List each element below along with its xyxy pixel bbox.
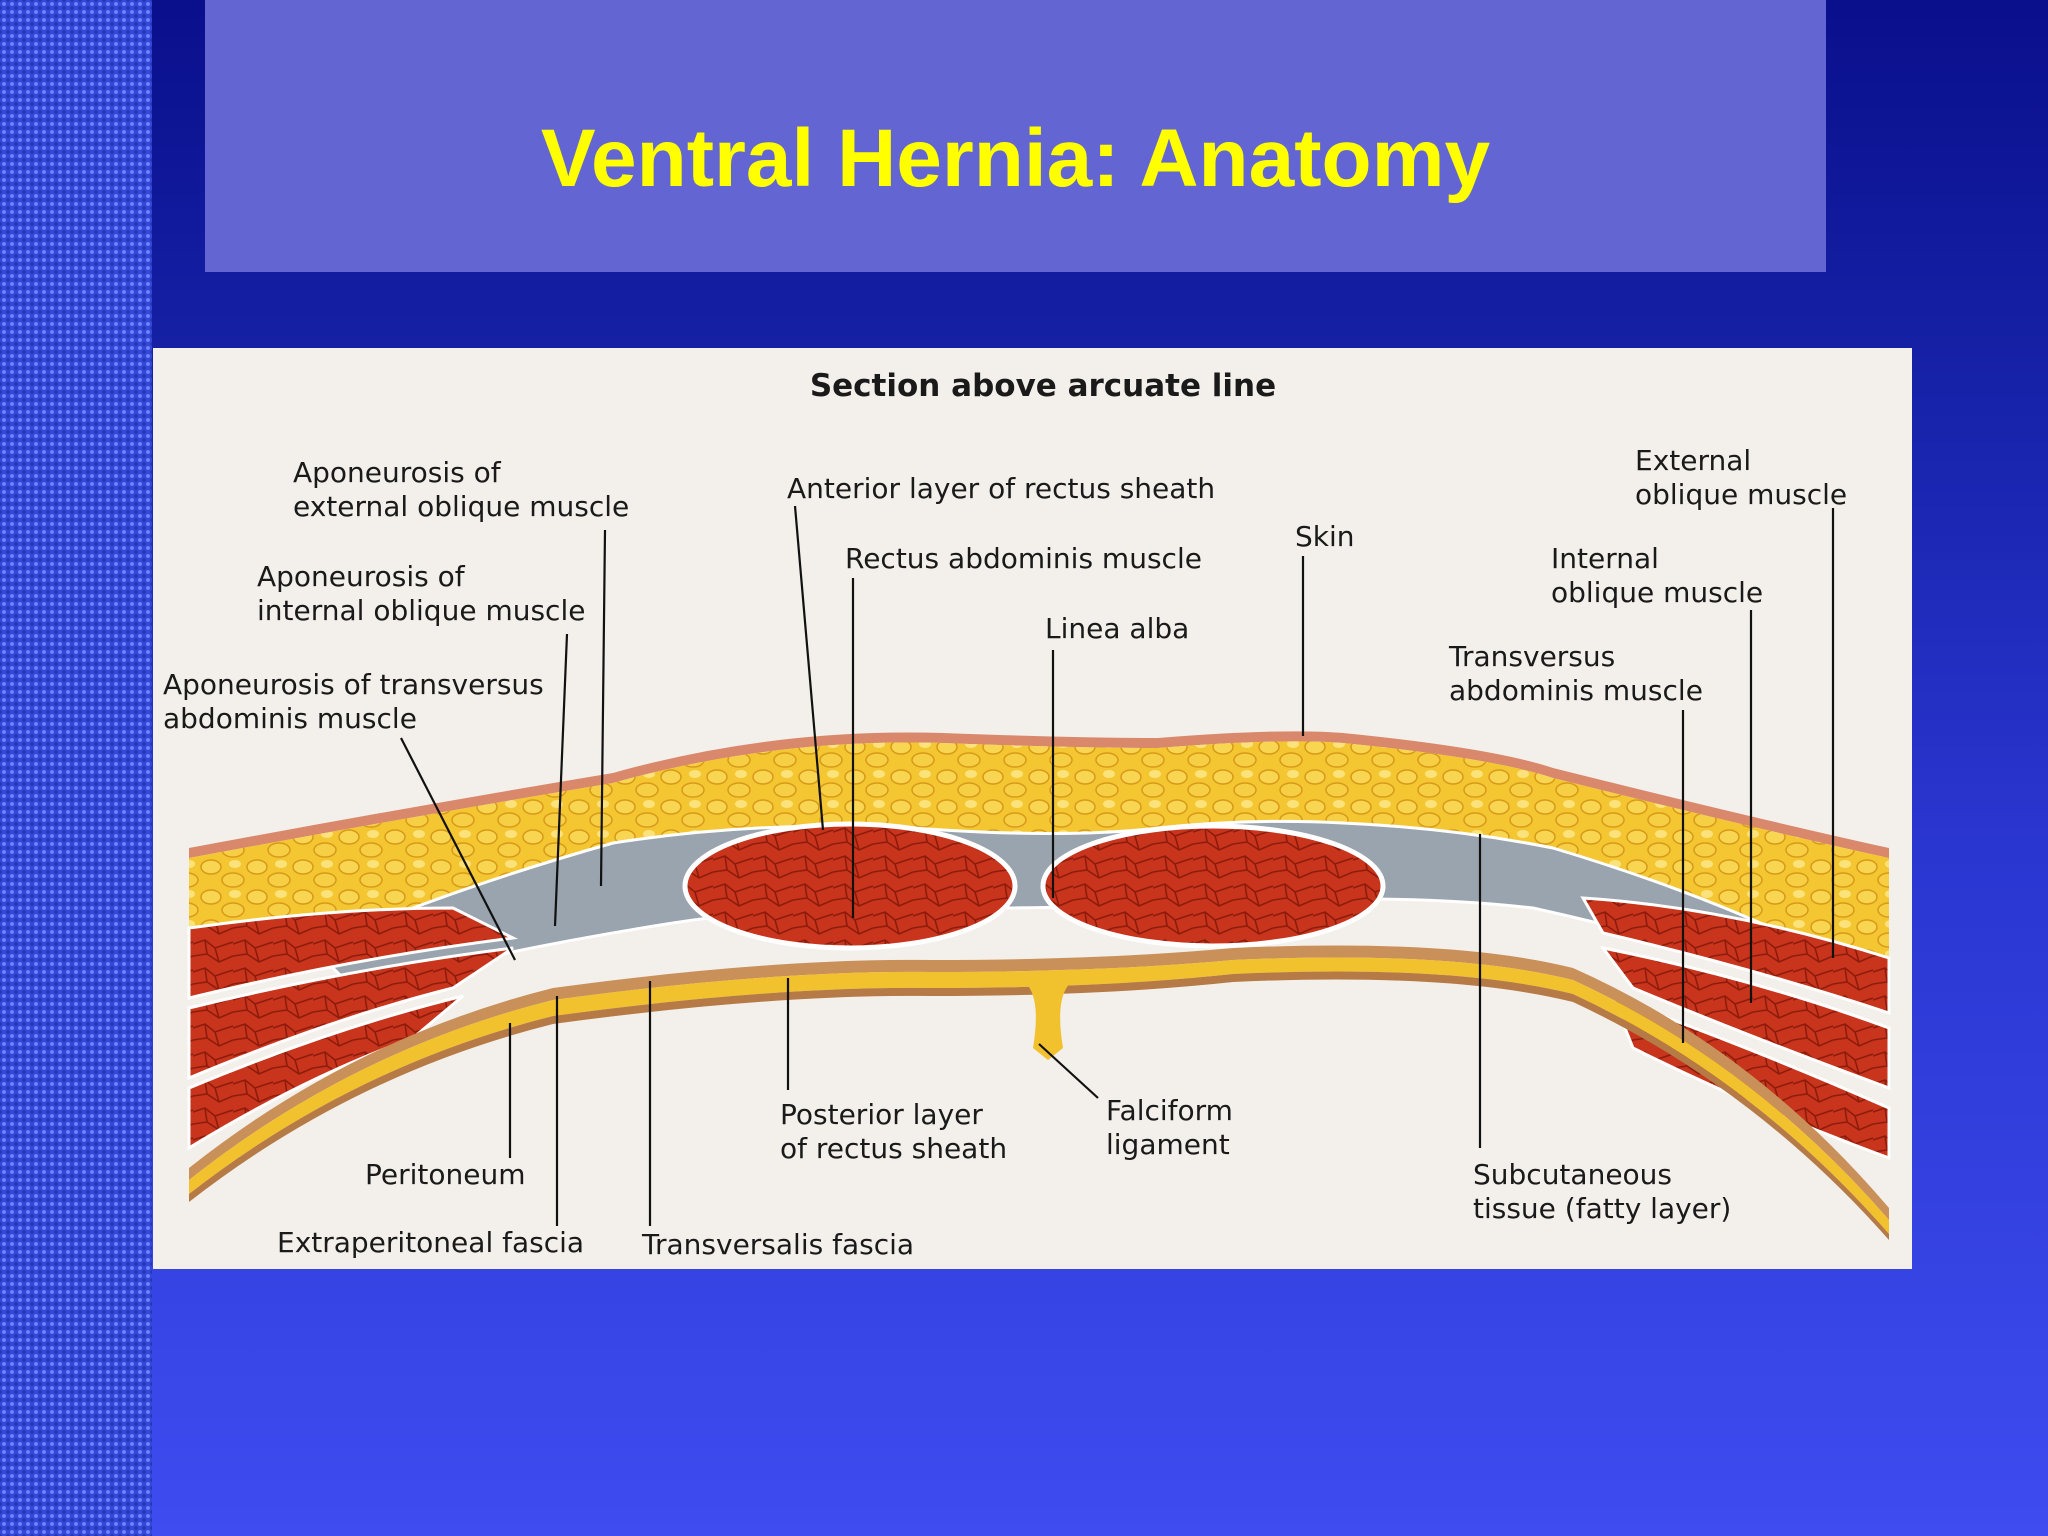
label-posterior-rectus-1: Posterior layer — [780, 1098, 983, 1131]
label-subcutaneous-1: Subcutaneous — [1473, 1158, 1672, 1191]
rectus-muscle-right — [1040, 823, 1386, 949]
label-subcutaneous-2: tissue (fatty layer) — [1473, 1192, 1731, 1225]
label-aponeurosis-external-1: Aponeurosis of — [293, 456, 502, 489]
label-falciform-1: Falciform — [1106, 1094, 1233, 1127]
left-muscle-upper — [187, 906, 519, 1000]
left-muscle-middle — [187, 946, 514, 1081]
label-extraperitoneal-fascia: Extraperitoneal fascia — [277, 1226, 584, 1259]
label-peritoneum: Peritoneum — [365, 1158, 526, 1191]
label-transversalis-fascia: Transversalis fascia — [641, 1228, 914, 1261]
label-linea-alba: Linea alba — [1045, 612, 1189, 645]
patterned-side-strip — [0, 0, 152, 1536]
label-internal-oblique-1: Internal — [1551, 542, 1659, 575]
label-anterior-rectus-sheath: Anterior layer of rectus sheath — [787, 472, 1215, 505]
rectus-muscle-left — [682, 821, 1018, 951]
label-transversus-1: Transversus — [1448, 640, 1615, 673]
label-aponeurosis-transversus-2: abdominis muscle — [163, 702, 417, 735]
label-external-oblique-2: oblique muscle — [1635, 478, 1847, 511]
label-posterior-rectus-2: of rectus sheath — [780, 1132, 1007, 1165]
label-transversus-2: abdominis muscle — [1449, 674, 1703, 707]
label-aponeurosis-external-2: external oblique muscle — [293, 490, 629, 523]
label-aponeurosis-internal-1: Aponeurosis of — [257, 560, 466, 593]
slide-title: Ventral Hernia: Anatomy — [540, 113, 1491, 204]
figure-heading: Section above arcuate line — [810, 368, 1276, 404]
anatomy-diagram: Section above arcuate line Aponeurosis o… — [163, 368, 1891, 1261]
label-rectus-abdominis: Rectus abdominis muscle — [845, 542, 1202, 575]
skin-layer — [189, 731, 1889, 858]
falciform-ligament-shape — [1018, 978, 1078, 1060]
label-falciform-2: ligament — [1106, 1128, 1230, 1161]
label-skin: Skin — [1295, 520, 1355, 553]
leader-lines — [400, 505, 1835, 1226]
label-internal-oblique-2: oblique muscle — [1551, 576, 1763, 609]
title-panel: Ventral Hernia: Anatomy — [205, 0, 1826, 272]
anatomy-figure: Section above arcuate line Aponeurosis o… — [153, 348, 1912, 1269]
left-muscle-lower — [187, 994, 464, 1151]
label-aponeurosis-internal-2: internal oblique muscle — [257, 594, 585, 627]
label-external-oblique-1: External — [1635, 444, 1751, 477]
subcutaneous-fat — [189, 741, 1889, 988]
label-aponeurosis-transversus-1: Aponeurosis of transversus — [163, 668, 544, 701]
right-muscle-middle — [1599, 945, 1891, 1091]
